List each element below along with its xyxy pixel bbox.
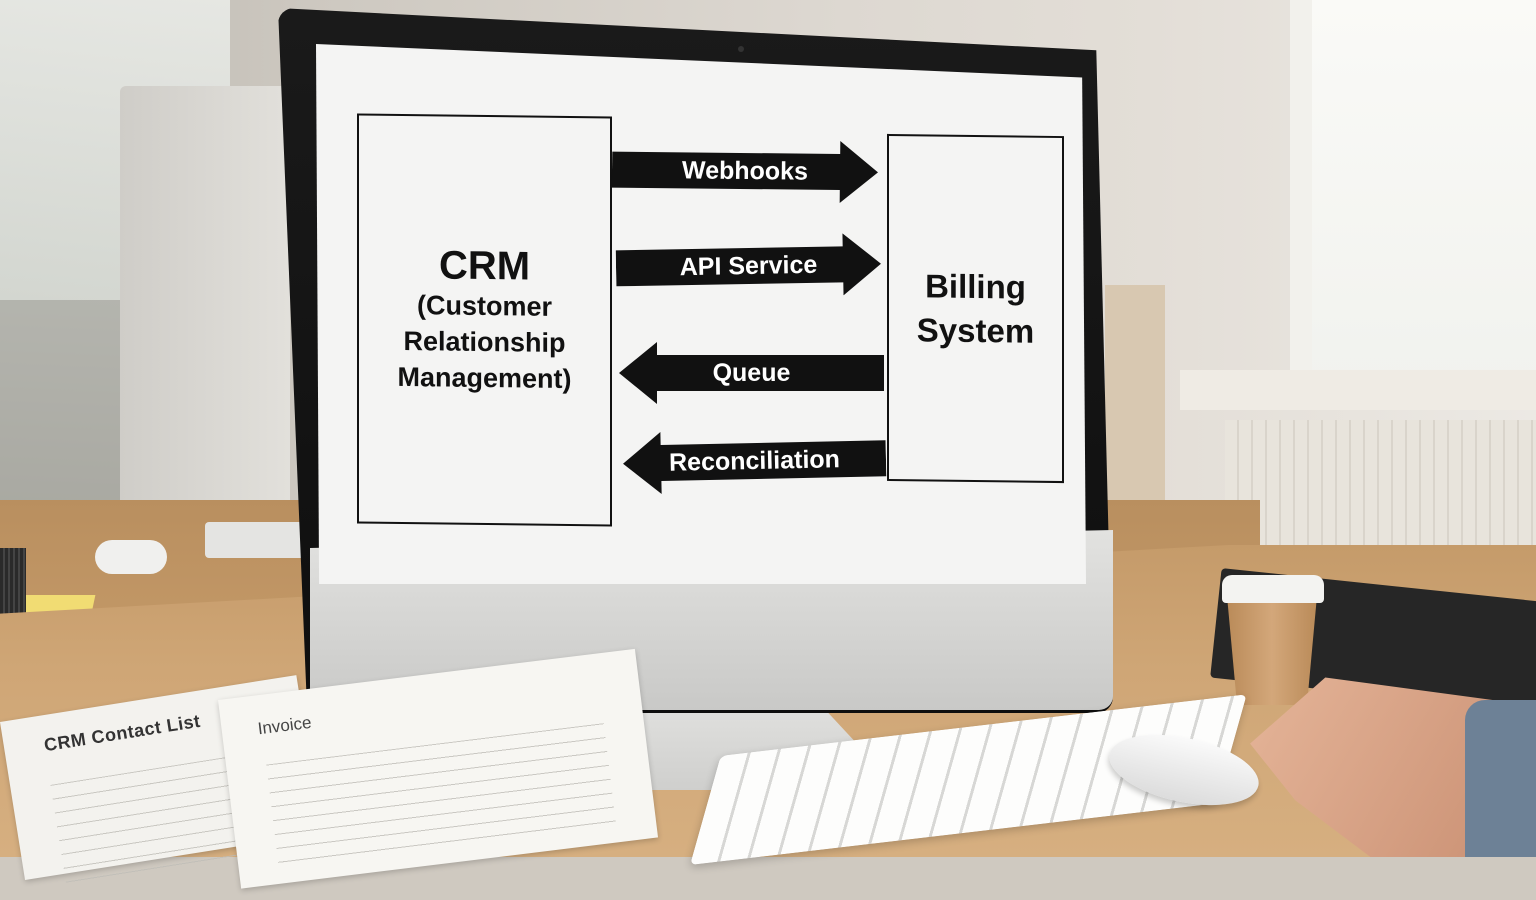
crm-box: CRM (Customer Relationship Management): [357, 113, 612, 527]
arrow-label: Reconciliation: [668, 444, 841, 477]
right-window: [1290, 0, 1536, 395]
arrow-right-icon: [615, 233, 881, 296]
arrow-left-icon: [623, 431, 887, 494]
camera-icon: [738, 46, 744, 52]
crm-subtitle-line: (Customer: [416, 290, 552, 322]
arrow-label: API Service: [679, 250, 818, 281]
diagram-canvas: CRM (Customer Relationship Management) B…: [316, 44, 1086, 584]
shirt-sleeve: [1465, 700, 1536, 857]
window-sill: [1180, 370, 1536, 410]
back-keyboard: [205, 522, 305, 558]
billing-system-box: Billing System: [887, 133, 1064, 484]
back-mouse: [95, 540, 167, 574]
arrow-label: Webhooks: [681, 155, 809, 186]
invoice-title: Invoice: [256, 712, 313, 739]
arrow-right-icon: [611, 140, 878, 203]
webhooks-arrow: Webhooks: [611, 139, 879, 204]
queue-arrow: Queue: [619, 342, 884, 404]
arrow-label: Queue: [712, 358, 791, 387]
contact-list-title: CRM Contact List: [42, 710, 202, 756]
api-service-arrow: API Service: [615, 233, 881, 300]
wooden-cabinet: [1105, 285, 1165, 515]
crm-subtitle-line: Management): [397, 361, 572, 395]
back-monitor: [120, 86, 290, 526]
coffee-cup-lid: [1222, 575, 1324, 603]
billing-title-line: System: [916, 310, 1035, 350]
monitor-screen: CRM (Customer Relationship Management) B…: [316, 44, 1086, 584]
arrow-left-icon: [619, 342, 884, 404]
left-shelf: [0, 300, 135, 520]
billing-title-line: Billing: [925, 266, 1026, 306]
crm-title: CRM: [438, 243, 531, 289]
coffee-cup: [1226, 585, 1318, 705]
reconciliation-arrow: Reconciliation: [622, 427, 887, 494]
crm-subtitle-line: Relationship: [403, 326, 566, 358]
